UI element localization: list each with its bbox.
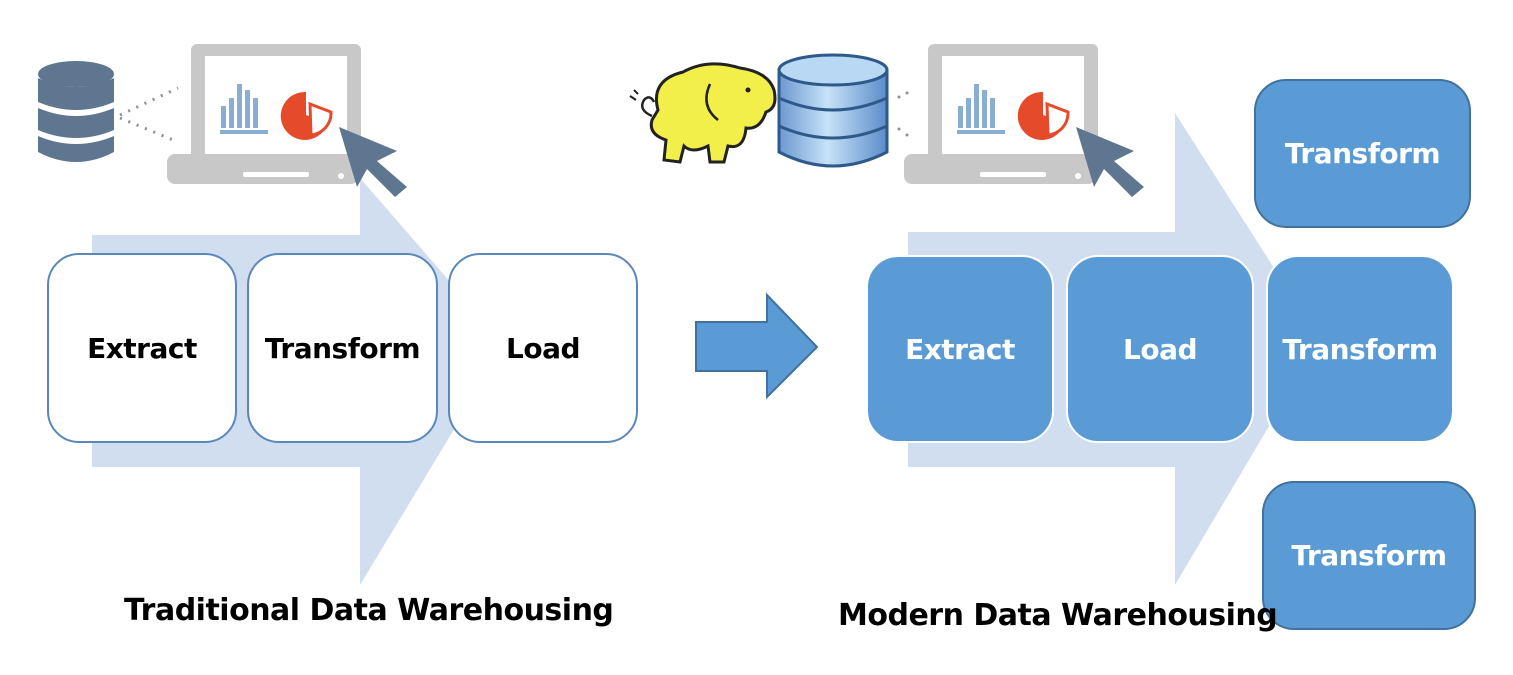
step-label: Extract <box>905 332 1015 366</box>
modern-caption: Modern Data Warehousing <box>838 598 1278 633</box>
pie-chart-icon <box>1017 91 1070 140</box>
step-extract: Extract <box>47 253 237 443</box>
right-arrow-icon <box>695 292 819 400</box>
step-label: Load <box>505 331 581 365</box>
step-transform: Transform <box>247 253 438 443</box>
database-icon <box>777 53 889 168</box>
laptop-analytics-icon <box>167 44 361 184</box>
step-label: Transform <box>1284 137 1441 170</box>
step-label: Transform <box>264 331 421 365</box>
cursor-icon <box>339 127 407 197</box>
step-label: Load <box>1122 332 1198 366</box>
parallel-transform-bottom: Transform <box>1262 481 1476 630</box>
traditional-caption: Traditional Data Warehousing <box>124 593 614 628</box>
connection-dots <box>119 86 179 144</box>
step-extract: Extract <box>866 255 1054 443</box>
step-transform: Transform <box>1266 255 1454 443</box>
laptop-analytics-icon <box>904 44 1098 184</box>
pie-chart-icon <box>280 91 333 140</box>
step-load: Load <box>448 253 638 443</box>
bar-chart-icon <box>220 84 268 134</box>
cursor-icon <box>1076 127 1144 197</box>
bar-chart-icon <box>957 84 1005 134</box>
step-label: Transform <box>1291 539 1447 572</box>
parallel-transform-top: Transform <box>1254 79 1471 228</box>
database-icon <box>38 61 114 162</box>
step-label: Extract <box>87 331 197 365</box>
step-load: Load <box>1066 255 1254 443</box>
connection-dots <box>897 91 909 137</box>
step-label: Transform <box>1282 332 1438 366</box>
hadoop-elephant-icon <box>629 62 777 164</box>
